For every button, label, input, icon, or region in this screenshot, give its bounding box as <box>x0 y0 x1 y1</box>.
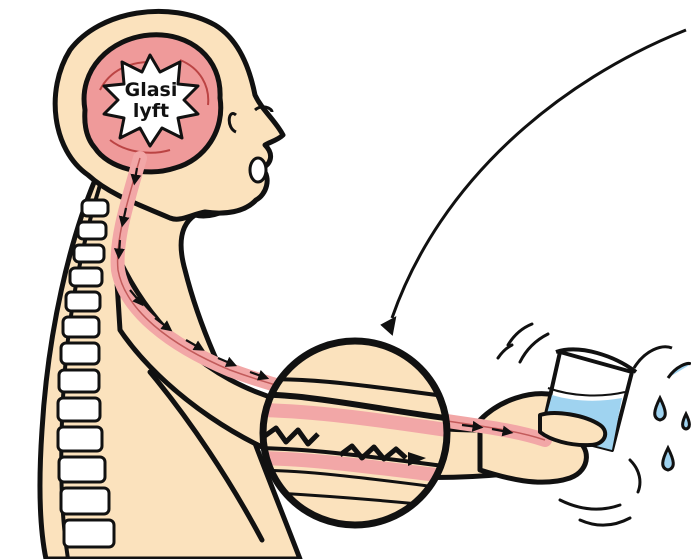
vertebra <box>70 268 102 286</box>
vertebra <box>58 427 102 451</box>
vertebra <box>64 520 114 547</box>
arrow-icon <box>119 240 120 254</box>
droplet-icon <box>663 448 674 470</box>
droplet-icon <box>655 398 666 420</box>
mouth <box>250 158 266 182</box>
vertebra <box>66 292 100 311</box>
vertebra <box>59 370 99 392</box>
brain-label-line2: lyft <box>133 100 169 122</box>
droplet-icon <box>683 414 690 429</box>
vertebra <box>61 488 109 514</box>
vertebra <box>61 343 99 364</box>
brain-label-line1: Glasi <box>125 79 178 101</box>
vertebra <box>63 317 99 337</box>
arrow-icon <box>382 318 395 334</box>
vertebra <box>82 200 108 216</box>
water-glass <box>540 349 636 450</box>
magnifier-lens <box>250 341 460 525</box>
vertebra <box>74 245 104 262</box>
vertebra <box>59 457 105 482</box>
pointer-arrow <box>382 30 686 334</box>
vertebra <box>58 398 100 421</box>
water-splash <box>634 347 691 470</box>
vertebra <box>78 222 106 239</box>
